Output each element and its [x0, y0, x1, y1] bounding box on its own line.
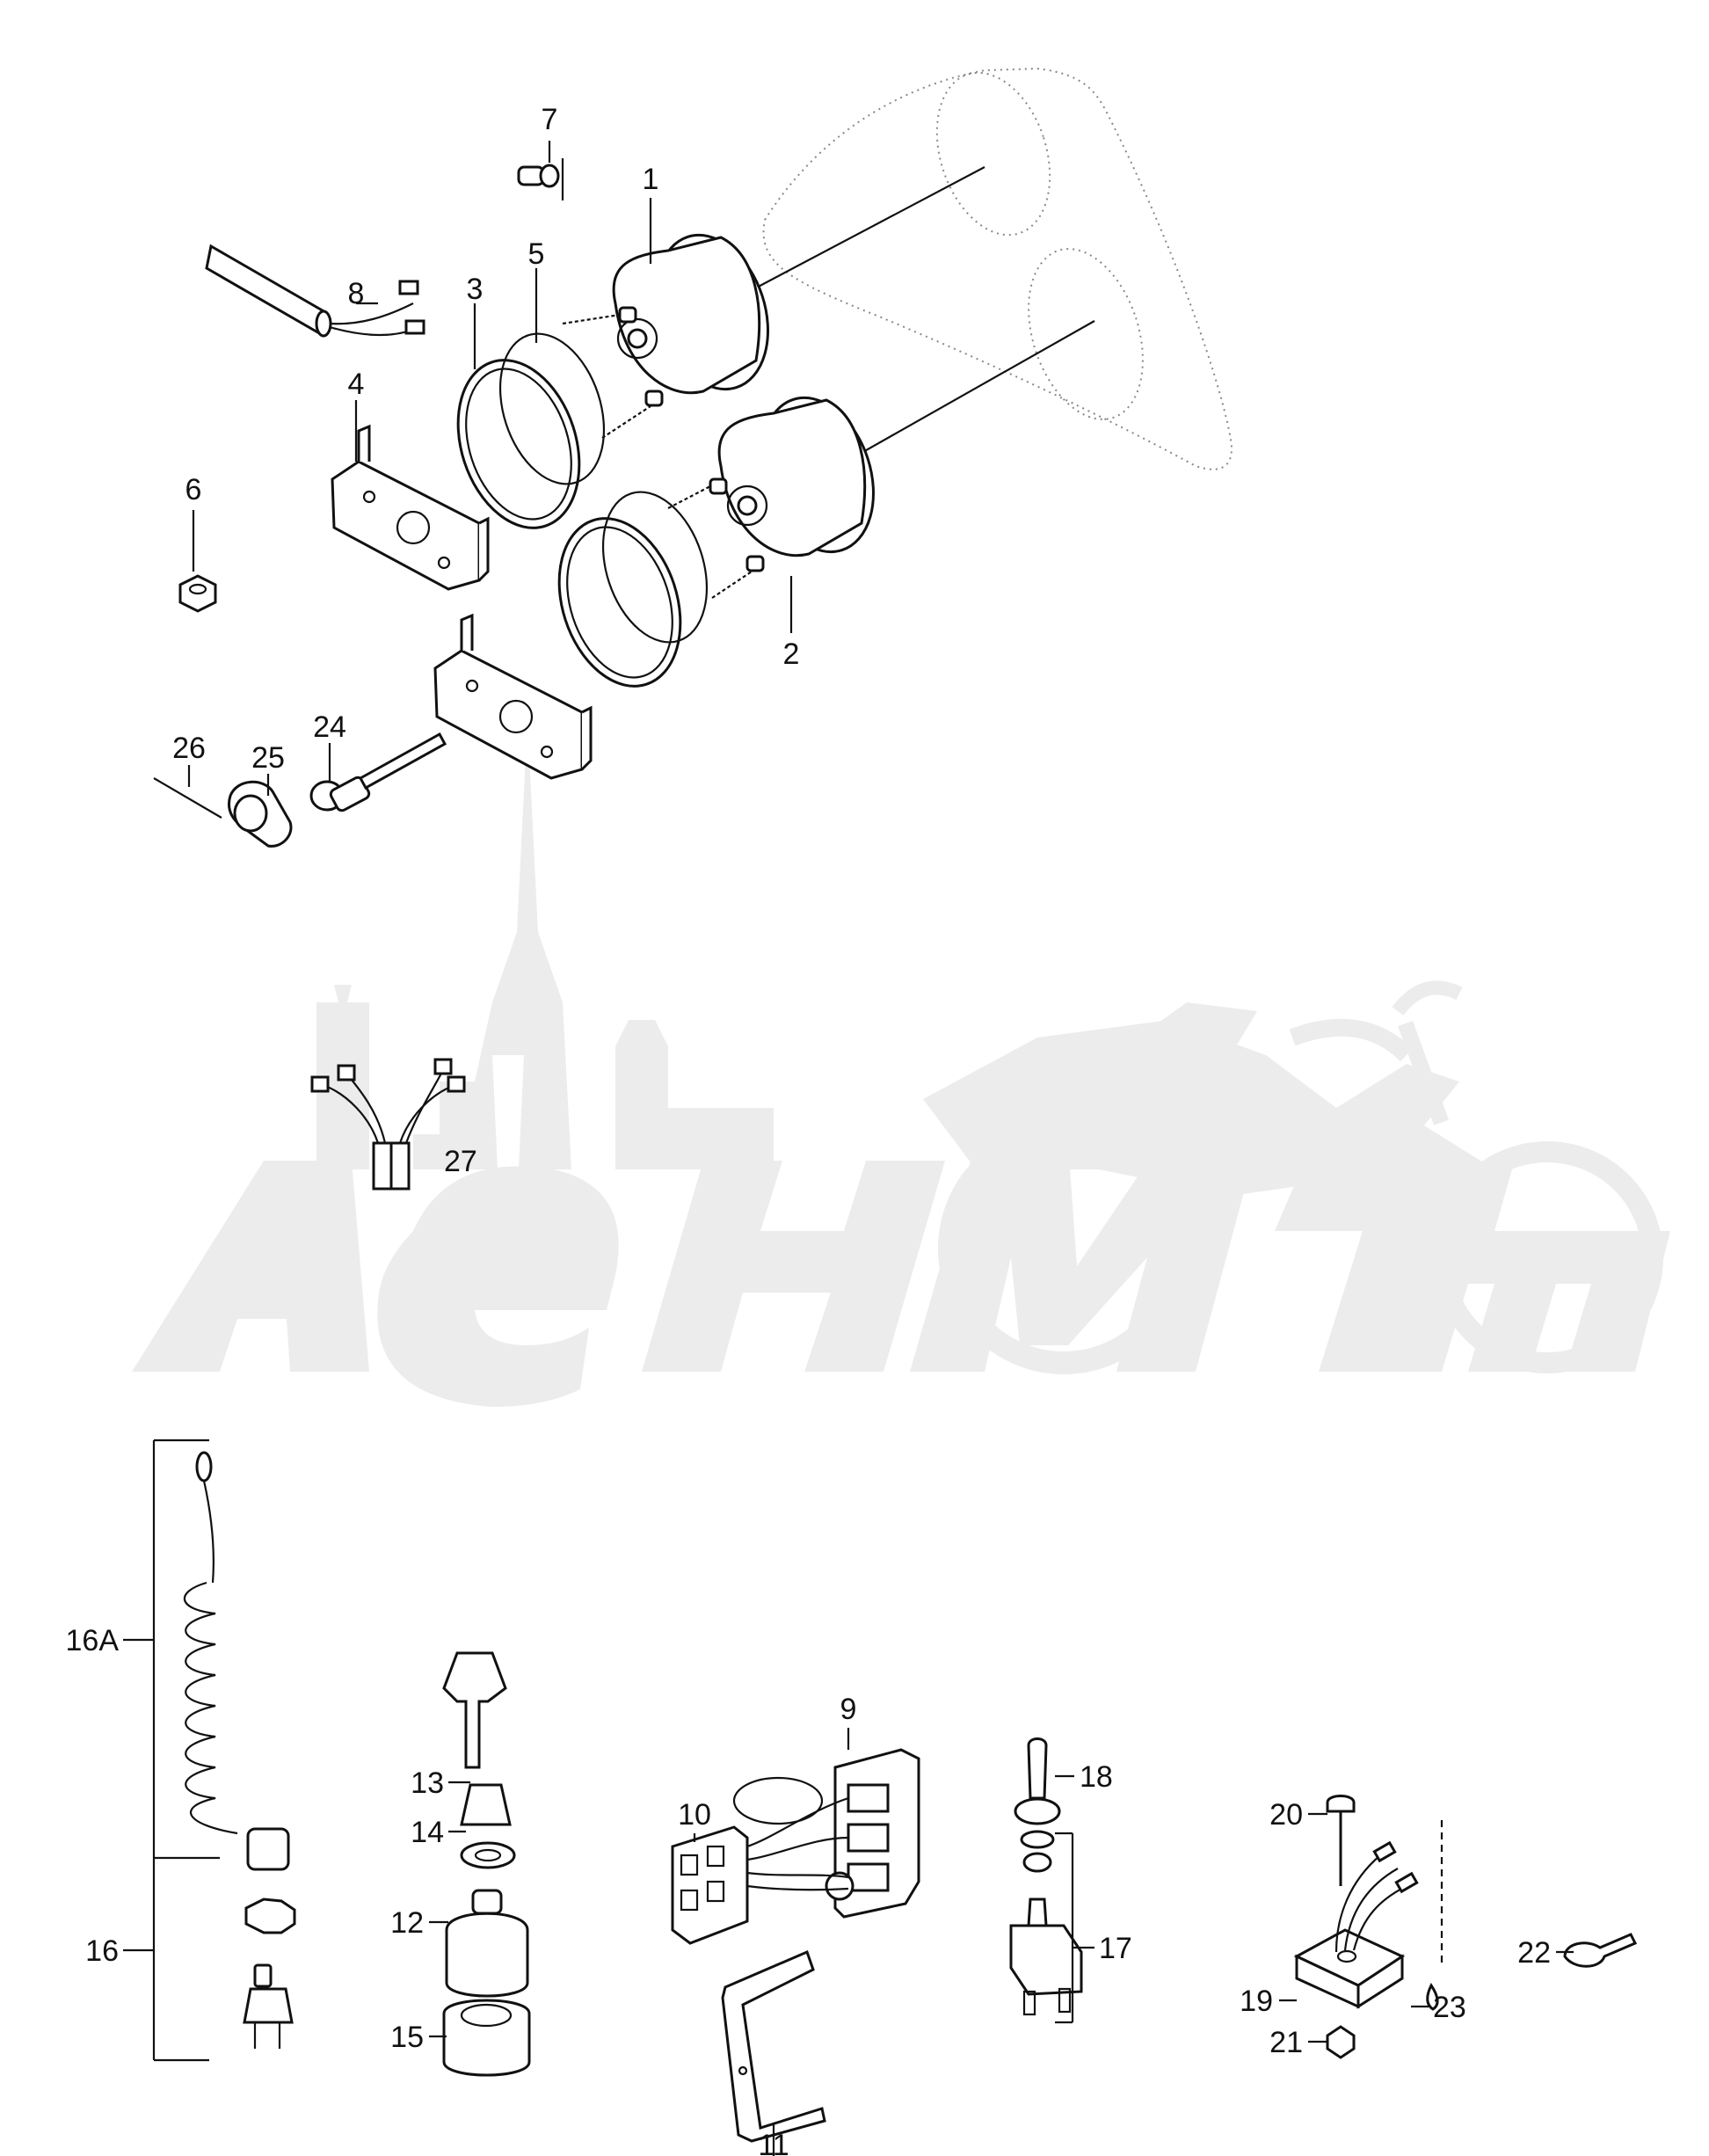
- lanyard-kill-switch: [123, 1439, 296, 2062]
- callout-11: 11: [758, 2129, 789, 2156]
- callout-6: 6: [185, 473, 202, 506]
- callout-18: 18: [1080, 1760, 1113, 1794]
- callout-14: 14: [411, 1816, 444, 1849]
- callout-9: 9: [840, 1693, 857, 1726]
- callout-16A: 16A: [66, 1624, 120, 1657]
- callout-16: 16: [85, 1934, 119, 1968]
- callout-17: 17: [1099, 1932, 1132, 1965]
- callout-24: 24: [313, 710, 346, 744]
- callout-27: 27: [444, 1145, 477, 1178]
- hex-nut: [178, 574, 217, 613]
- callout-26: 26: [172, 732, 206, 765]
- speedo-cable-fitting: [153, 732, 447, 848]
- callout-21: 21: [1269, 2026, 1303, 2059]
- wire-harness: [205, 244, 425, 338]
- callout-4: 4: [348, 368, 365, 401]
- callout-labels: 1 2 3 4 5 6 7 8 9 10 11 12 13 14 15 16 1…: [66, 103, 1552, 2156]
- callout-8: 8: [348, 277, 365, 310]
- dashboard-housing-outline: [751, 67, 1233, 470]
- callout-10: 10: [678, 1798, 711, 1832]
- callout-7: 7: [542, 103, 558, 136]
- callout-2: 2: [783, 637, 800, 671]
- gauge-upper: [562, 233, 769, 439]
- callout-25: 25: [251, 741, 285, 775]
- bracket-upper: [331, 424, 490, 591]
- gauge-lower: [667, 396, 875, 599]
- switch-module: [671, 1728, 920, 2156]
- watermark-wordmark: [132, 1143, 1670, 1407]
- callout-5: 5: [528, 237, 545, 271]
- toggle-switch: [1009, 1737, 1094, 2024]
- callout-3: 3: [467, 273, 484, 306]
- callout-12: 12: [390, 1906, 424, 1940]
- callout-22: 22: [1517, 1936, 1551, 1970]
- callout-19: 19: [1240, 1985, 1273, 2018]
- watermark: [132, 721, 1670, 1407]
- callout-13: 13: [411, 1766, 444, 1800]
- rectifier: [1279, 1795, 1638, 2059]
- rings: [456, 332, 709, 688]
- bulb: [517, 158, 564, 200]
- leader-lines: [187, 141, 793, 796]
- callout-20: 20: [1269, 1798, 1303, 1832]
- ignition-switch: [429, 1651, 531, 2077]
- callout-15: 15: [390, 2021, 424, 2054]
- callout-23: 23: [1433, 1991, 1466, 2024]
- bracket-lower: [433, 613, 593, 780]
- connector-bundle: [310, 1058, 466, 1191]
- watermark-cathedral: [316, 721, 774, 1169]
- callout-1: 1: [643, 163, 659, 196]
